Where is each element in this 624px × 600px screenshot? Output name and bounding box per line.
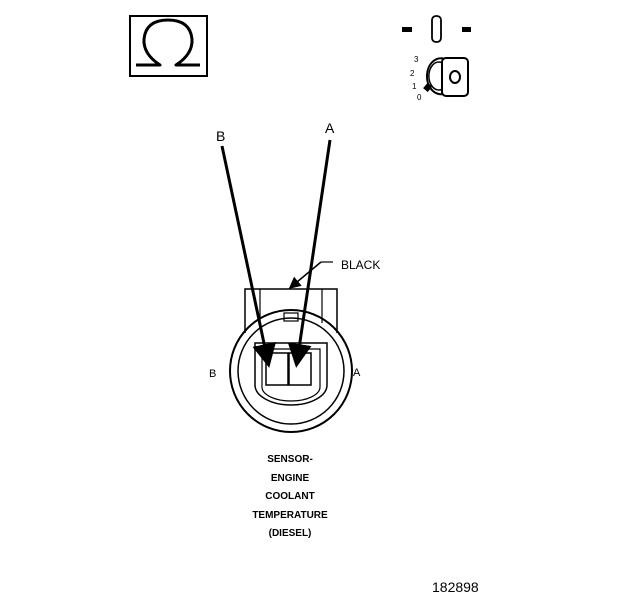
ignition-position-0: 0 bbox=[417, 93, 422, 102]
connector-color-label: BLACK bbox=[341, 258, 380, 272]
caption-line: SENSOR- bbox=[267, 454, 313, 465]
probe-wire-a bbox=[287, 139, 332, 368]
caption-line: TEMPERATURE bbox=[252, 509, 328, 521]
caption-line: ENGINE bbox=[270, 472, 310, 484]
ignition-key-icon: 3 2 1 0 bbox=[402, 15, 471, 102]
side-b-label: B bbox=[209, 368, 216, 380]
figure-number: 182898 bbox=[432, 579, 479, 595]
wire-a-label: A bbox=[325, 120, 335, 136]
ignition-position-2: 2 bbox=[410, 69, 415, 78]
caption-line: (DIESEL) bbox=[268, 528, 312, 539]
probe-wire-b bbox=[220, 145, 276, 368]
side-a-label: A bbox=[353, 367, 361, 379]
ignition-position-3: 3 bbox=[414, 55, 419, 64]
wire-b-label: B bbox=[216, 128, 225, 144]
coolant-temp-sensor-connector bbox=[229, 288, 353, 433]
black-callout-leader bbox=[288, 261, 333, 289]
ohm-symbol-icon bbox=[129, 15, 208, 77]
ignition-position-1: 1 bbox=[412, 82, 417, 91]
component-caption: SENSOR- ENGINE COOLANT TEMPERATURE (DIES… bbox=[200, 451, 380, 544]
caption-line: COOLANT bbox=[265, 491, 315, 502]
